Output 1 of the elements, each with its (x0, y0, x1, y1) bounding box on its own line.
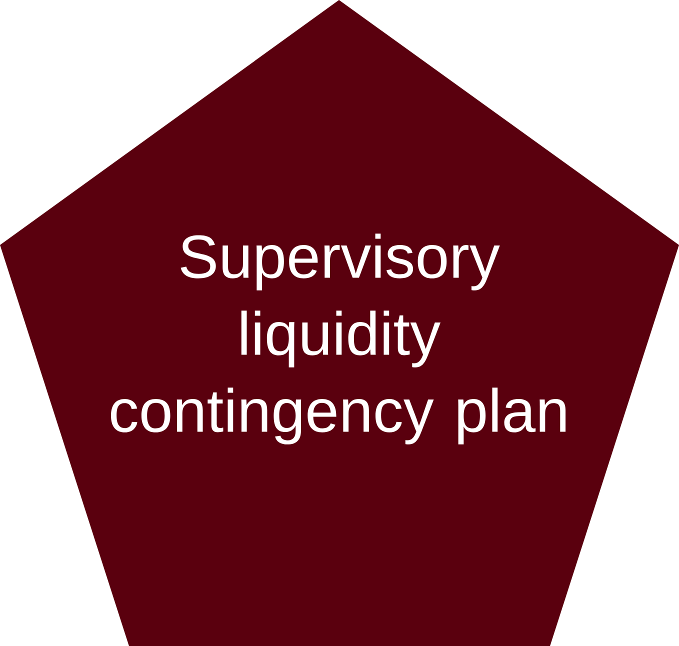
pentagon: Supervisory liquidity contingency plan (0, 0, 679, 646)
